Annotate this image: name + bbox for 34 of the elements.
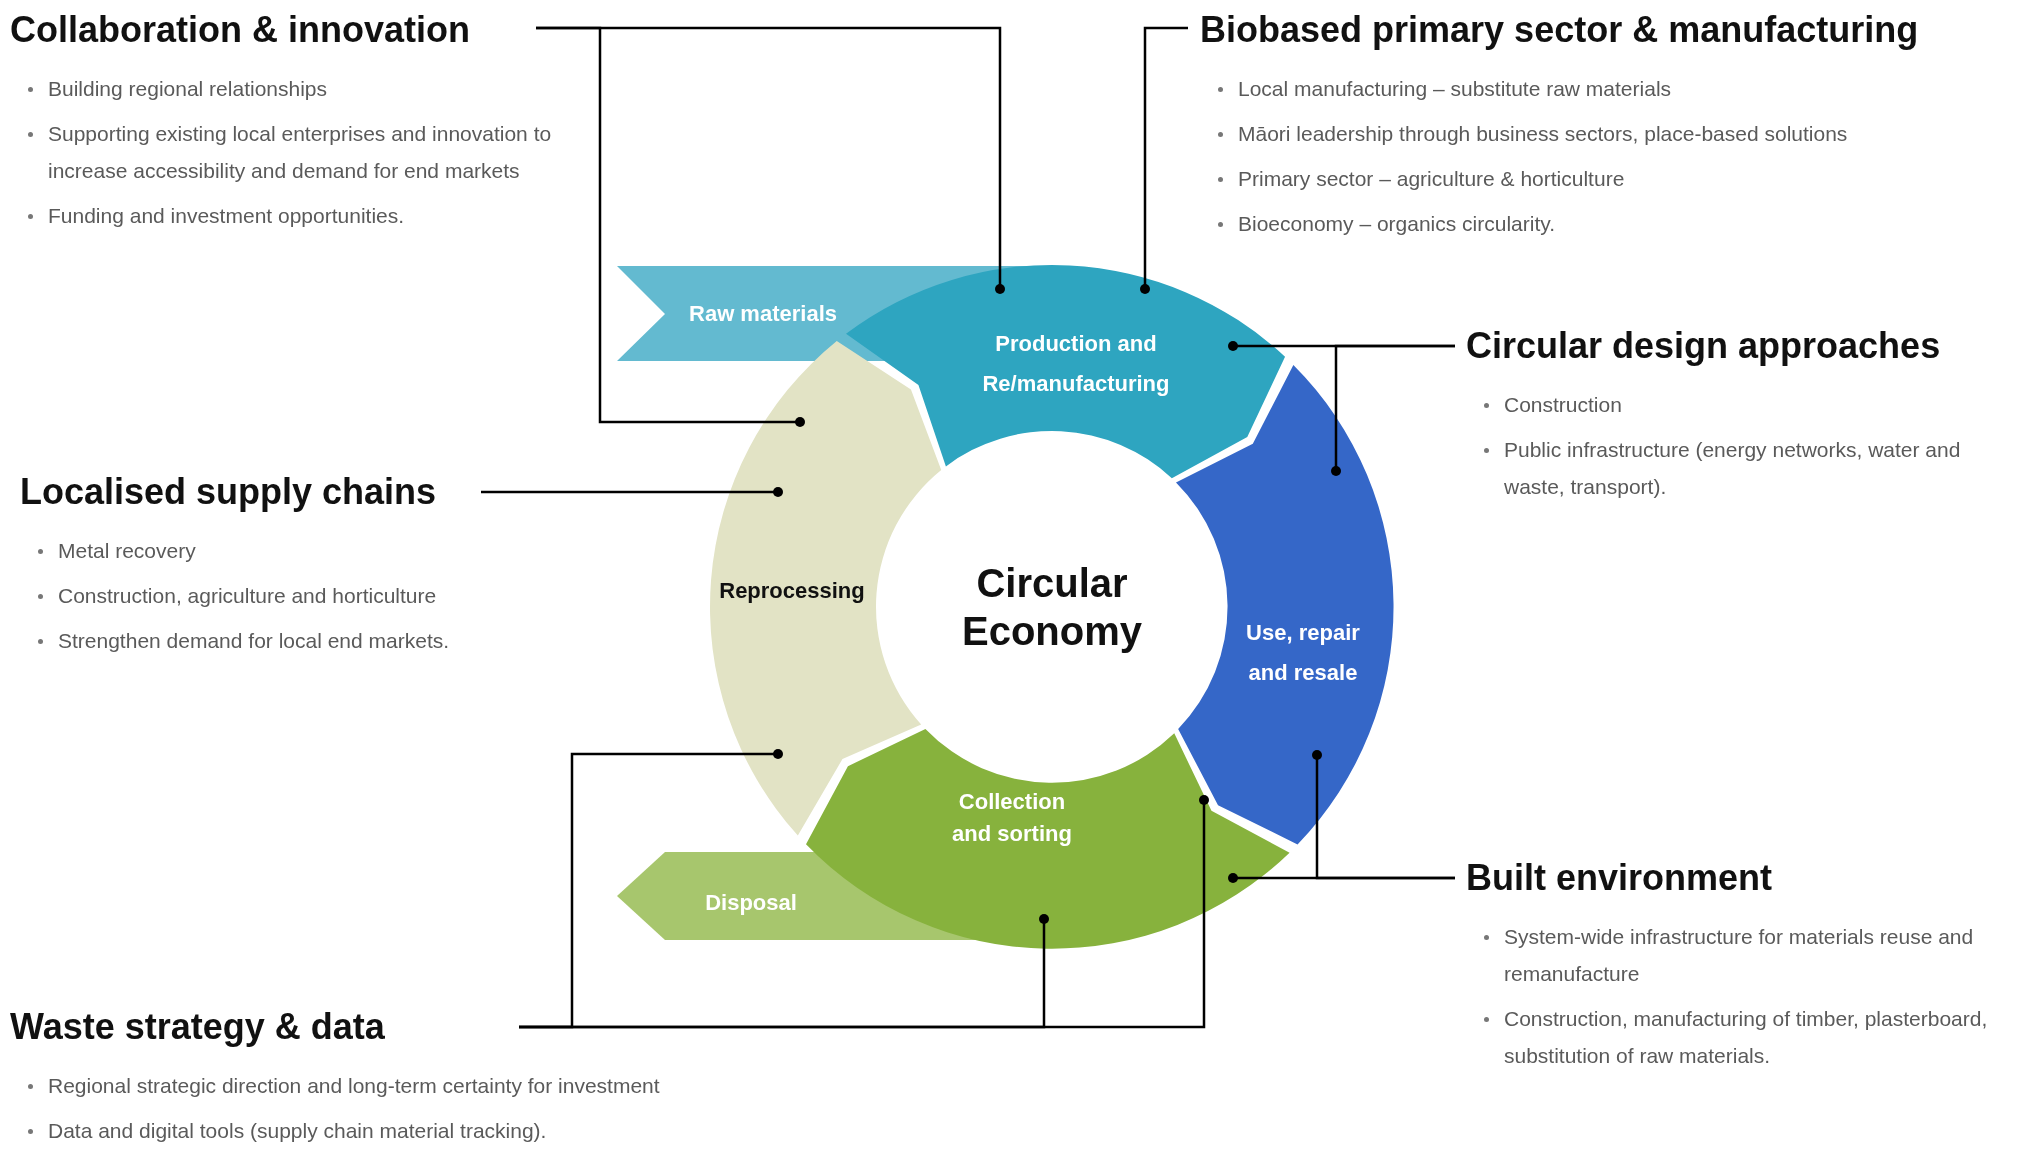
segment-label: Raw materials: [688, 300, 838, 328]
bullet-item: Data and digital tools (supply chain material tracking).: [48, 1118, 547, 1144]
bullet-item: Construction: [1504, 392, 1622, 418]
section-heading: Waste strategy & data: [10, 1005, 386, 1049]
bullet-item: Regional strategic direction and long-term certainty for investment: [48, 1073, 660, 1099]
bullet-item: Strengthen demand for local end markets.: [58, 628, 450, 654]
leader-line: [1331, 344, 1455, 476]
bullet-item: Construction, agriculture and horticulture: [58, 583, 437, 609]
section-heading: Built environment: [1466, 856, 1774, 900]
bullet-item: Metal recovery: [58, 538, 196, 564]
section-heading: Localised supply chains: [20, 470, 438, 514]
segment-label: Use, repair and resale: [1245, 619, 1361, 687]
bullet-item: Supporting existing local enterprises and innovation to increase accessibility and demand for end markets: [48, 121, 553, 184]
segment-label: Collection and sorting: [951, 788, 1073, 848]
segment-label: Production and Re/manufacturing: [981, 330, 1171, 398]
section-heading: Circular design approaches: [1466, 324, 1942, 368]
leader-line: [1140, 26, 1188, 294]
bullet-item: Primary sector – agriculture & horticulture: [1238, 166, 1625, 192]
bullet-item: Public infrastructure (energy networks, water and waste, transport).: [1504, 437, 1962, 500]
bullet-item: Building regional relationships: [48, 76, 327, 102]
section-heading: Biobased primary sector & manufacturing: [1200, 8, 1920, 52]
bullet-item: Funding and investment opportunities.: [48, 203, 405, 229]
bullet-item: Bioeconomy – organics circularity.: [1238, 211, 1556, 237]
bullet-item: Māori leadership through business sectors, place-based solutions: [1238, 121, 1848, 147]
section-heading: Collaboration & innovation: [10, 8, 471, 52]
bullet-item: Local manufacturing – substitute raw materials: [1238, 76, 1672, 102]
leader-line: [536, 26, 1005, 294]
bullet-item: Construction, manufacturing of timber, plasterboard, substitution of raw materials.: [1504, 1006, 1989, 1069]
leader-line: [1228, 873, 1455, 883]
leader-line: [519, 795, 1209, 1029]
bullet-item: System-wide infrastructure for materials reuse and remanufacture: [1504, 924, 1975, 987]
segment-label: Reprocessing: [718, 577, 866, 605]
leader-line: [481, 487, 783, 497]
segment-label: Disposal: [704, 889, 798, 917]
